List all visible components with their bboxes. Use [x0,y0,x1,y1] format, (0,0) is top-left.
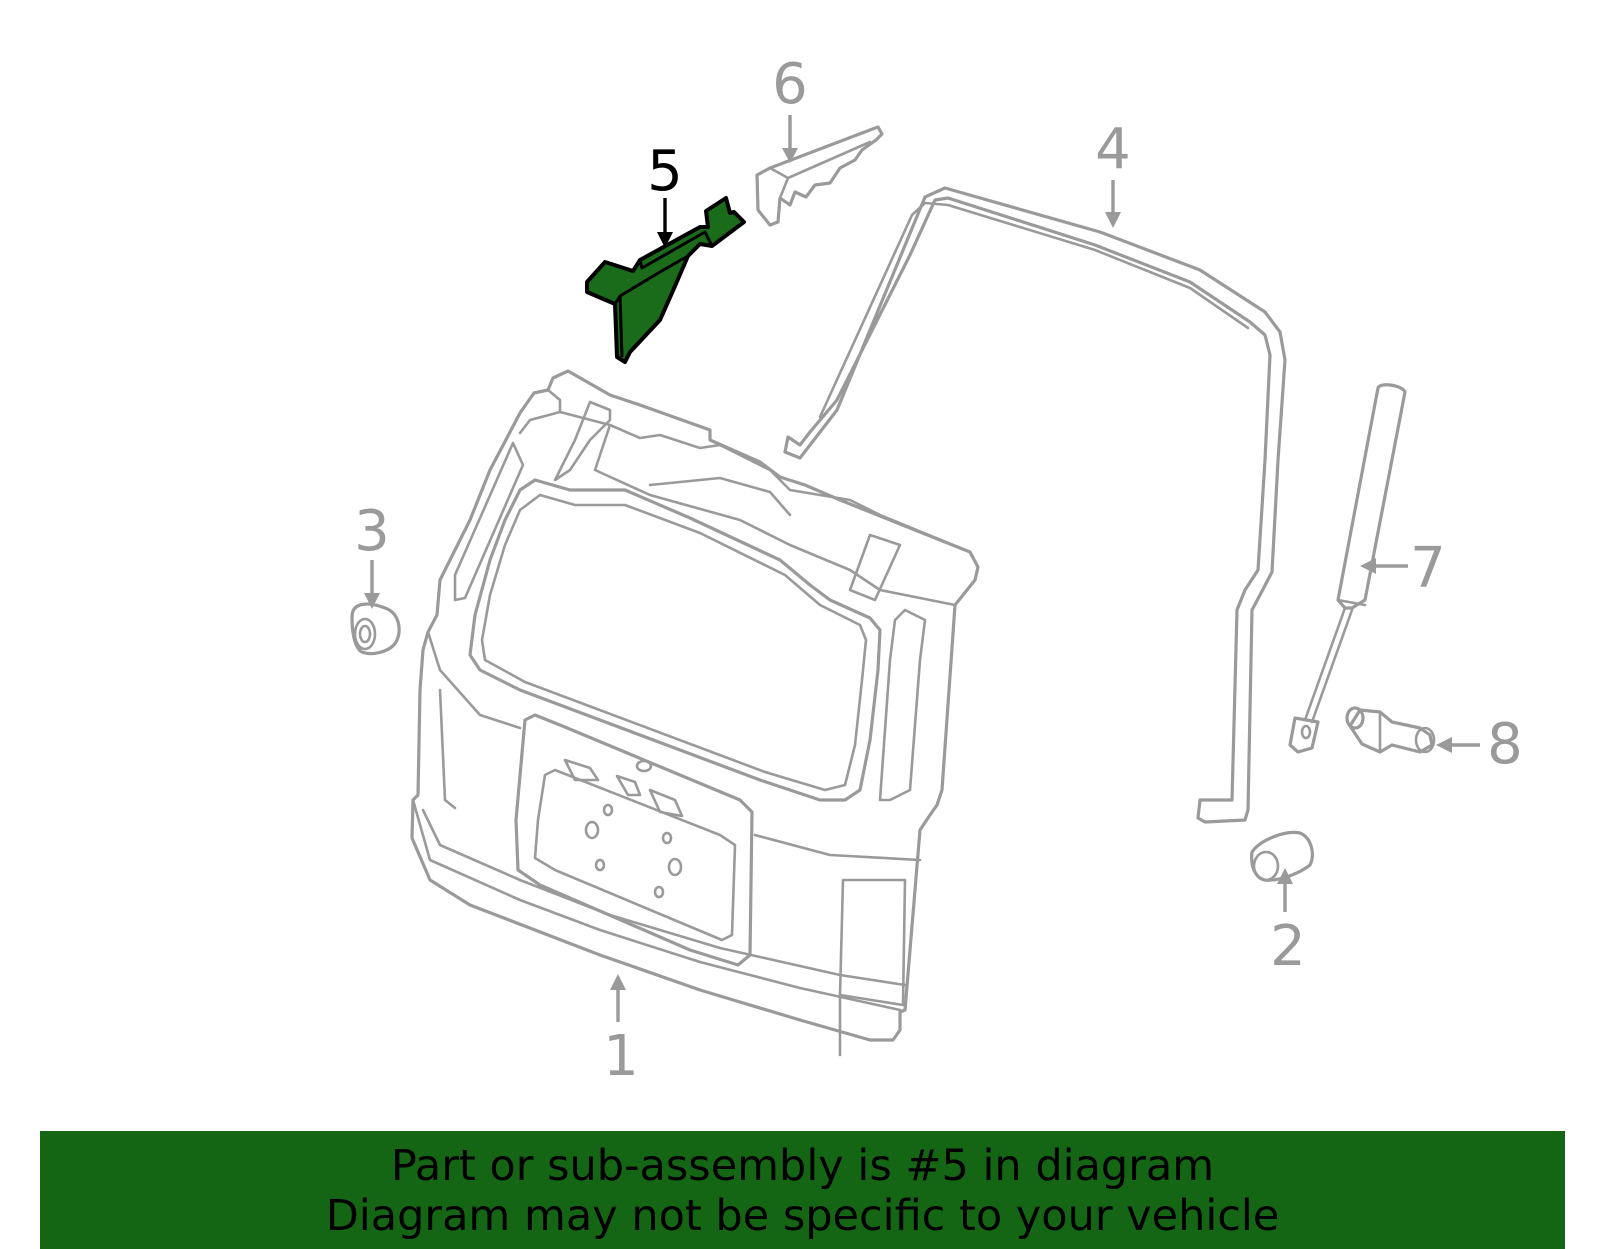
bumper-part-3[interactable] [350,602,401,656]
callout-6: 6 [772,52,808,117]
tailgate-panel-part-1[interactable] [410,369,980,1057]
banner-line-1: Part or sub-assembly is #5 in diagram [390,1141,1215,1191]
callout-3: 3 [354,499,390,564]
gas-strut-part-7[interactable] [1288,383,1407,754]
ball-stud-part-8[interactable] [1345,706,1436,754]
callout-arrows [364,115,1480,1022]
callout-4: 4 [1095,117,1131,182]
callout-7: 7 [1410,536,1446,601]
bumper-part-2[interactable] [1250,830,1314,882]
banner-line-2: Diagram may not be specific to your vehi… [325,1191,1280,1241]
callout-8: 8 [1487,712,1523,777]
weatherstrip-part-4[interactable] [783,186,1287,824]
callout-5: 5 [647,139,683,204]
info-banner: Part or sub-assembly is #5 in diagram Di… [40,1131,1565,1249]
callout-2: 2 [1270,914,1306,979]
bracket-part-6[interactable] [755,125,884,227]
bracket-part-5-highlighted[interactable] [585,196,746,364]
callout-1: 1 [603,1024,639,1089]
